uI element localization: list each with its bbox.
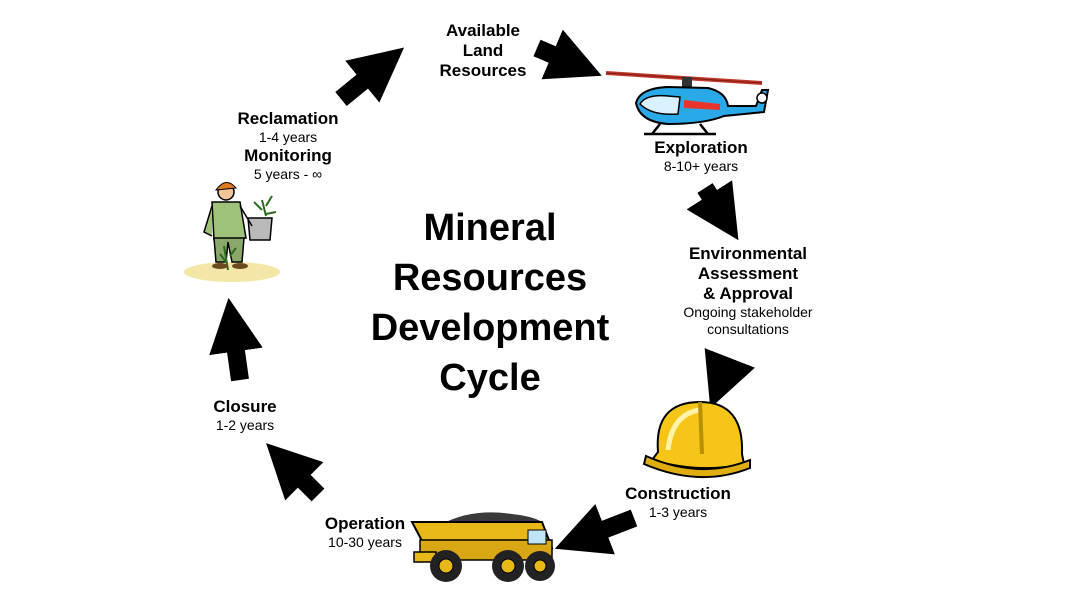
stage-construction: Construction 1-3 years (625, 484, 731, 521)
arrow-assessment-to-construction (704, 348, 755, 409)
hard-hat-icon (642, 400, 751, 479)
stage-environmental-assessment: Environmental Assessment & Approval Ongo… (683, 244, 813, 337)
haul-truck-icon (410, 512, 555, 582)
stage-operation: Operation 10-30 years (324, 514, 406, 551)
stage-exploration: Exploration 8-10+ years (654, 138, 748, 175)
planting-worker-icon (184, 182, 280, 282)
diagram-title: Mineral Resources Development Cycle (370, 207, 610, 399)
stage-closure: Closure 1-2 years (213, 397, 277, 434)
arrow-closure-to-reclamation (209, 297, 263, 382)
arrow-monitoring-to-land (335, 47, 405, 106)
arrow-construction-to-operation (554, 504, 638, 555)
stage-reclamation-monitoring: Reclamation 1-4 years Monitoring 5 years… (237, 109, 339, 182)
arrow-land-to-exploration (533, 29, 602, 80)
stage-land-resources: Available Land Resources (439, 21, 527, 81)
helicopter-icon (605, 71, 770, 136)
arrow-operation-to-closure (266, 443, 325, 502)
arrow-exploration-to-assessment (686, 180, 739, 241)
